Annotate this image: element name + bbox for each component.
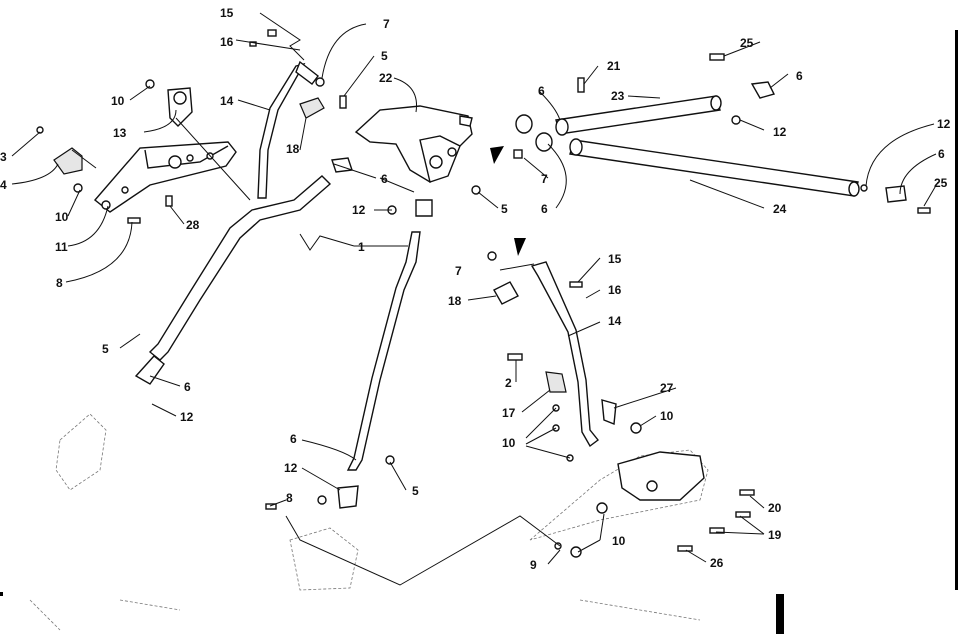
tube-end-caps (513, 53, 931, 214)
callout-18: 18 (448, 294, 462, 308)
callout-10: 10 (111, 94, 125, 108)
callout-9: 9 (530, 558, 537, 572)
callout-21: 21 (607, 59, 621, 73)
callout-10: 10 (612, 534, 626, 548)
callout-28: 28 (186, 218, 200, 232)
lower-mount-plate (529, 404, 755, 558)
callout-6: 6 (538, 84, 545, 98)
callout-18: 18 (286, 142, 300, 156)
callout-23: 23 (611, 89, 625, 103)
callout-25: 25 (934, 176, 948, 190)
frame-sketch-left (55, 413, 107, 491)
callout-12: 12 (180, 410, 194, 424)
callout-10: 10 (660, 409, 674, 423)
callout-3: 3 (0, 150, 7, 164)
callout-12: 12 (284, 461, 298, 475)
callout-13: 13 (113, 126, 127, 140)
callout-5: 5 (501, 202, 508, 216)
callout-1: 1 (358, 240, 365, 254)
callout-14: 14 (220, 94, 234, 108)
callout-6: 6 (381, 172, 388, 186)
callout-25: 25 (740, 36, 754, 50)
arrow-marker-upper (490, 146, 504, 164)
callout-16: 16 (220, 35, 234, 49)
callout-14: 14 (608, 314, 622, 328)
callout-6: 6 (796, 69, 803, 83)
leader-lines (11, 12, 939, 586)
callout-12: 12 (937, 117, 951, 131)
callout-22: 22 (379, 71, 393, 85)
edge-tick-right (955, 30, 958, 590)
callout-19: 19 (768, 528, 782, 542)
callout-26: 26 (710, 556, 724, 570)
callout-6: 6 (184, 380, 191, 394)
lower-support-bracket (487, 251, 617, 448)
callout-6: 6 (541, 202, 548, 216)
callout-11: 11 (55, 240, 68, 254)
callout-5: 5 (412, 484, 419, 498)
steering-post (134, 175, 332, 385)
callout-7: 7 (541, 172, 548, 186)
upper-steering-bracket (249, 29, 325, 199)
callout-20: 20 (768, 501, 782, 515)
handlebar-block (354, 105, 473, 184)
callout-15: 15 (608, 252, 622, 266)
left-bolts (36, 79, 173, 224)
left-wedge-block (53, 147, 83, 175)
callout-12: 12 (773, 125, 787, 139)
edge-bar-right (776, 594, 784, 634)
callout-4: 4 (0, 178, 7, 192)
callout-12: 12 (352, 203, 366, 217)
handlebar-tube-lower (569, 138, 860, 197)
callout-6: 6 (290, 432, 297, 446)
callout-17: 17 (502, 406, 516, 420)
arrow-marker-lower (514, 238, 526, 256)
callout-8: 8 (286, 491, 293, 505)
edge-tick-left (0, 592, 3, 596)
callout-15: 15 (220, 6, 234, 20)
steering-support-block (167, 87, 193, 127)
lower-steering-shaft (337, 199, 433, 509)
callout-8: 8 (56, 276, 63, 290)
callout-6: 6 (938, 147, 945, 161)
frame-sketch-bottom (29, 527, 701, 631)
left-mount-bracket (93, 141, 237, 213)
callout-7: 7 (455, 264, 462, 278)
callout-27: 27 (660, 381, 674, 395)
callout-10: 10 (55, 210, 69, 224)
callout-10: 10 (502, 436, 516, 450)
callout-16: 16 (608, 283, 622, 297)
handlebar-tube-upper (555, 95, 722, 136)
callout-2: 2 (505, 376, 512, 390)
callout-7: 7 (383, 17, 390, 31)
callout-5: 5 (381, 49, 388, 63)
callout-5: 5 (102, 342, 109, 356)
callout-24: 24 (773, 202, 787, 216)
